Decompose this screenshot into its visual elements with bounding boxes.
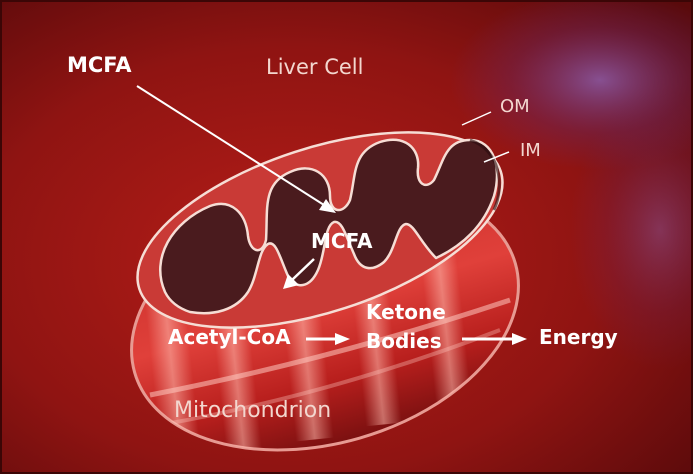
acetyl-coa-label: Acetyl-CoA [168, 327, 291, 347]
ketone-label: Ketone [366, 302, 446, 322]
mcfa-outside-label: MCFA [67, 55, 132, 76]
mcfa-inside-label: MCFA [311, 231, 372, 251]
om-label: OM [500, 98, 530, 116]
im-label: IM [520, 142, 541, 160]
liver-cell-label: Liver Cell [266, 57, 363, 78]
mitochondrion-label: Mitochondrion [174, 400, 331, 422]
energy-label: Energy [539, 327, 618, 347]
bodies-label: Bodies [366, 331, 442, 351]
